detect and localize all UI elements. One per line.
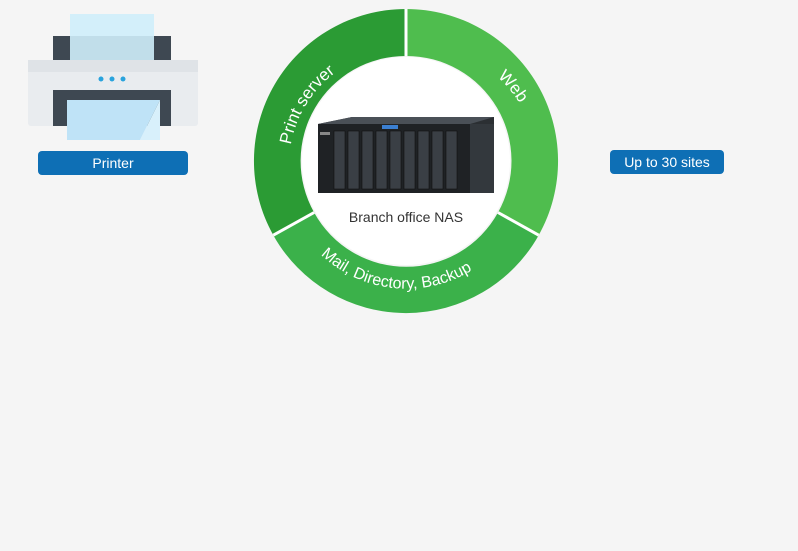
ring-segment-print-server xyxy=(253,8,406,236)
printer-icon xyxy=(28,14,198,140)
ring-segment-mail-directory-backup xyxy=(273,212,539,314)
nas-icon xyxy=(318,117,494,193)
center-label: Branch office NAS xyxy=(349,209,463,225)
ring-segment-web xyxy=(406,9,559,236)
printer-label: Printer xyxy=(38,151,188,175)
sites-label: Up to 30 sites xyxy=(610,150,724,174)
